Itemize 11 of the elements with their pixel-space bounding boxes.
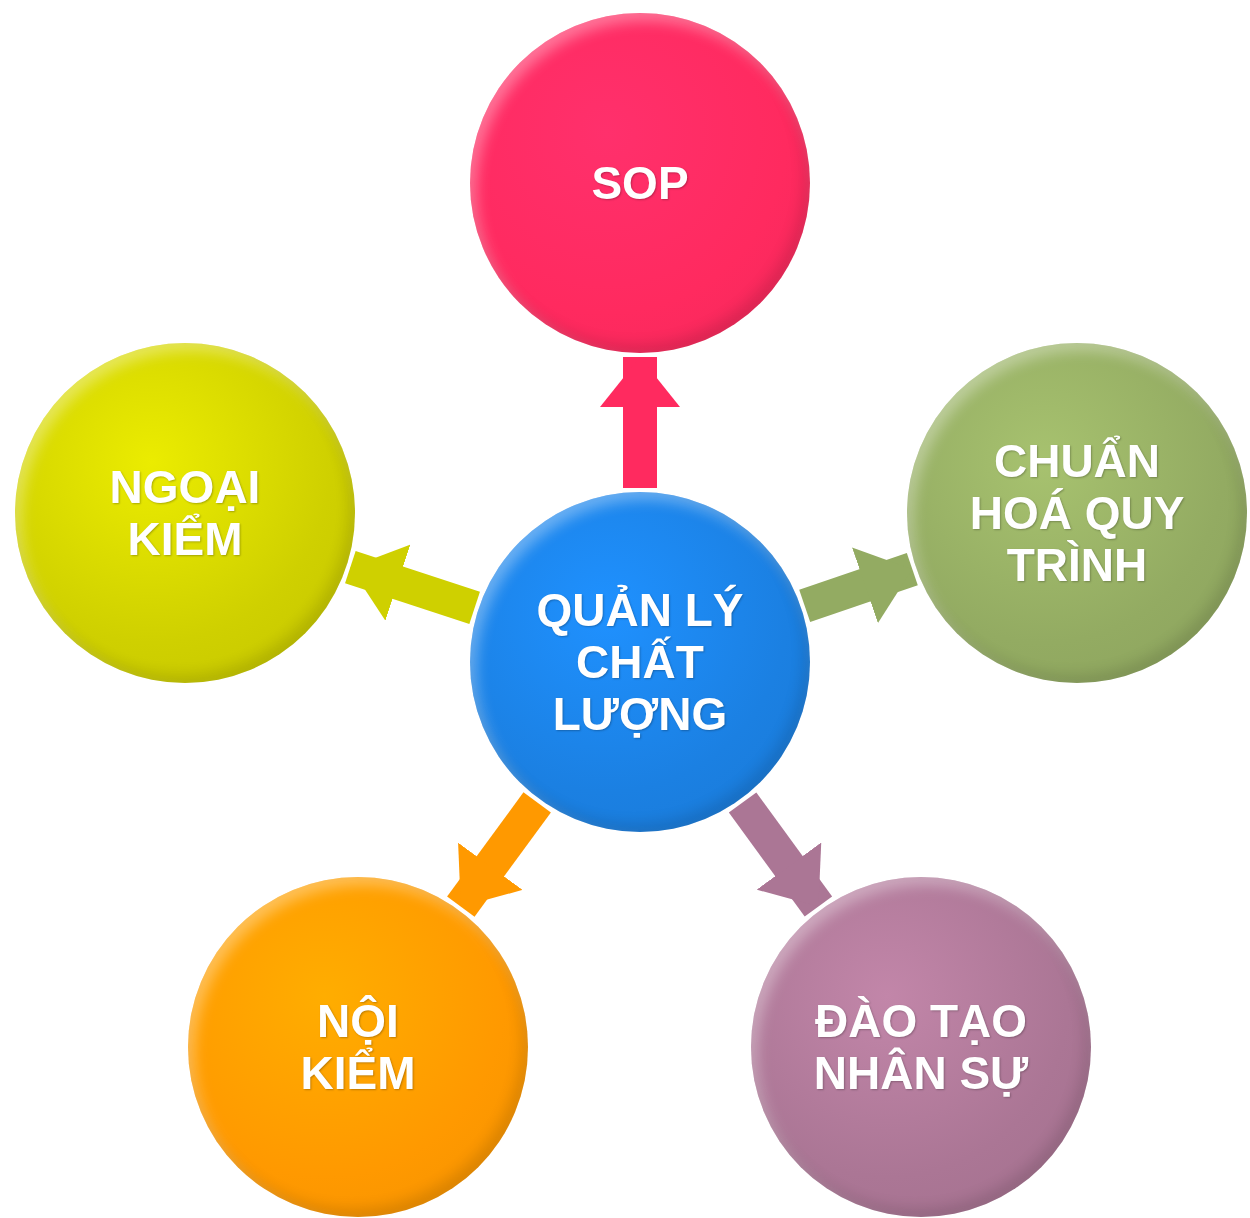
- block-arrow: [600, 357, 680, 488]
- block-arrow: [345, 544, 480, 624]
- node-label: SOP: [591, 157, 689, 209]
- node-label: QUẢN LÝ CHẤT LƯỢNG: [535, 584, 745, 740]
- node-label: NỘI KIỂM: [299, 995, 417, 1099]
- node-label: ĐÀO TẠO NHÂN SỰ: [812, 995, 1030, 1099]
- block-arrow: [447, 792, 551, 917]
- block-arrow: [728, 792, 833, 917]
- block-arrow: [799, 547, 918, 624]
- node-label: CHUẨN HOÁ QUY TRÌNH: [968, 435, 1186, 591]
- node-label: NGOẠI KIỂM: [108, 461, 262, 565]
